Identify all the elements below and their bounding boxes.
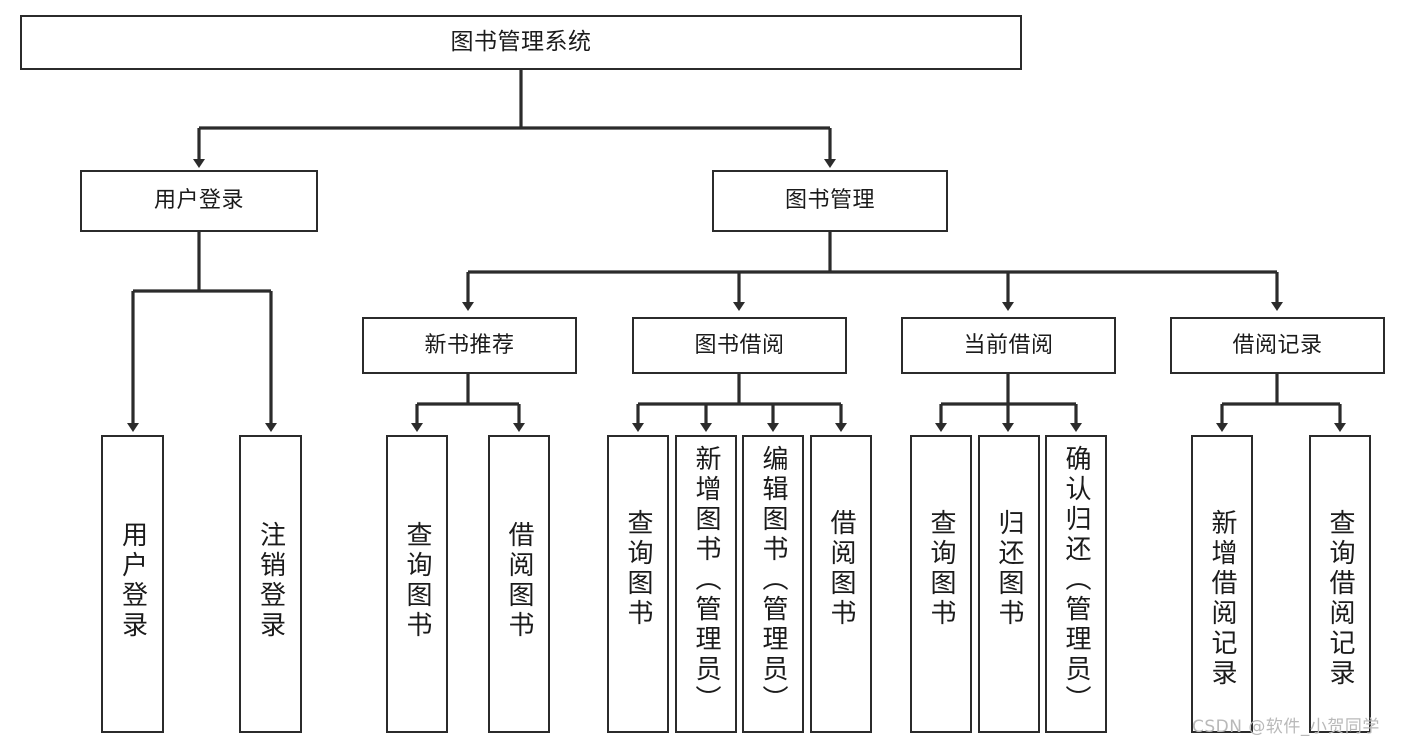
leaf-user-login[interactable]: 用户登录 bbox=[101, 435, 164, 733]
leaf-borrow-edit-book-admin[interactable]: 编辑图书（管理员） bbox=[742, 435, 804, 733]
node-book-management[interactable]: 图书管理 bbox=[712, 170, 948, 232]
node-label: 查询图书 bbox=[926, 509, 956, 629]
node-label: 用户登录 bbox=[153, 188, 244, 214]
node-label: 归还图书 bbox=[994, 509, 1024, 629]
csdn-watermark: CSDN @软件_小贺同学 bbox=[1192, 717, 1380, 737]
leaf-borrow-add-book-admin[interactable]: 新增图书（管理员） bbox=[675, 435, 737, 733]
leaf-newbook-borrow-books[interactable]: 借阅图书 bbox=[488, 435, 550, 733]
leaf-current-return-books[interactable]: 归还图书 bbox=[978, 435, 1040, 733]
node-label: 查询图书 bbox=[623, 509, 653, 629]
node-label: 图书借阅 bbox=[694, 332, 785, 358]
leaf-record-query-borrow-record[interactable]: 查询借阅记录 bbox=[1309, 435, 1371, 733]
leaf-borrow-borrow-books[interactable]: 借阅图书 bbox=[810, 435, 872, 733]
node-label: 借阅图书 bbox=[826, 509, 856, 629]
node-label: 借阅记录 bbox=[1232, 332, 1323, 358]
node-label: 新增借阅记录 bbox=[1207, 509, 1237, 689]
node-new-book-recommend[interactable]: 新书推荐 bbox=[362, 317, 577, 374]
node-current-borrow[interactable]: 当前借阅 bbox=[901, 317, 1116, 374]
node-label: 编辑图书（管理员） bbox=[758, 445, 788, 715]
node-borrow-record[interactable]: 借阅记录 bbox=[1170, 317, 1385, 374]
node-label: 新增图书（管理员） bbox=[691, 445, 721, 715]
node-label: 注销登录 bbox=[255, 521, 286, 641]
node-label: 查询图书 bbox=[402, 521, 432, 641]
node-user-login[interactable]: 用户登录 bbox=[80, 170, 318, 232]
node-label: 借阅图书 bbox=[504, 521, 534, 641]
leaf-current-query-books[interactable]: 查询图书 bbox=[910, 435, 972, 733]
node-label: 当前借阅 bbox=[963, 332, 1054, 358]
node-label: 新书推荐 bbox=[424, 332, 515, 358]
node-label: 用户登录 bbox=[117, 521, 148, 641]
leaf-current-confirm-return-admin[interactable]: 确认归还（管理员） bbox=[1045, 435, 1107, 733]
node-root-library-system[interactable]: 图书管理系统 bbox=[20, 15, 1022, 70]
node-label: 图书管理 bbox=[784, 188, 875, 214]
leaf-logout[interactable]: 注销登录 bbox=[239, 435, 302, 733]
leaf-newbook-query-books[interactable]: 查询图书 bbox=[386, 435, 448, 733]
node-label: 查询借阅记录 bbox=[1325, 509, 1355, 689]
leaf-borrow-query-books[interactable]: 查询图书 bbox=[607, 435, 669, 733]
leaf-record-add-borrow-record[interactable]: 新增借阅记录 bbox=[1191, 435, 1253, 733]
node-label: 确认归还（管理员） bbox=[1061, 445, 1091, 715]
node-label: 图书管理系统 bbox=[450, 28, 592, 55]
node-book-borrow[interactable]: 图书借阅 bbox=[632, 317, 847, 374]
